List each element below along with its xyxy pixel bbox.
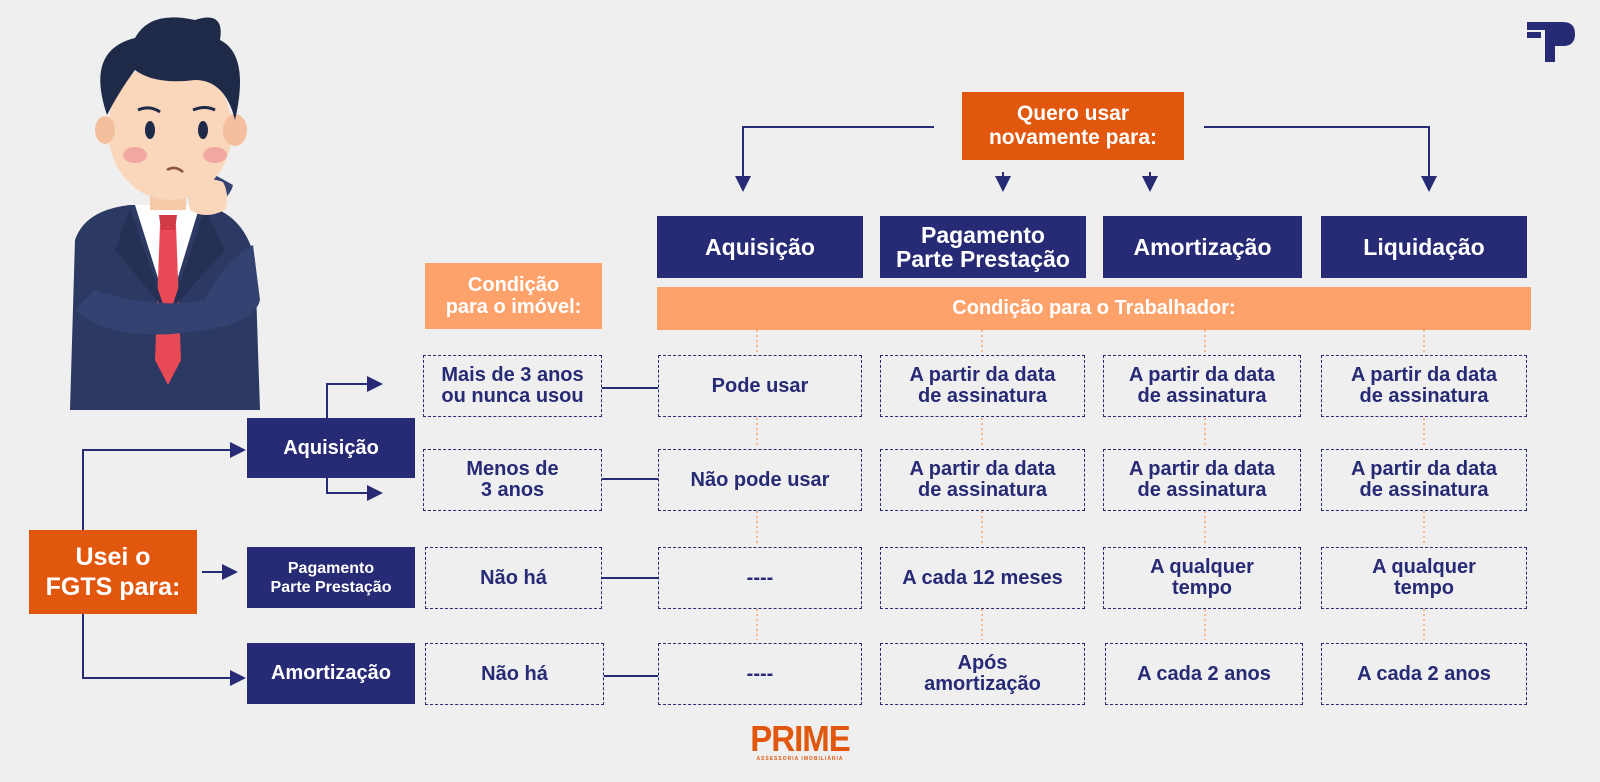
used-for-amortizacao: Amortização: [247, 643, 415, 704]
cell-r2-aquisicao: Não pode usar: [658, 449, 862, 511]
prime-logo-subtext: ASSESSORIA IMOBILIÁRIA: [756, 756, 844, 762]
cell-r2-pagamento: A partir da data de assinatura: [880, 449, 1085, 511]
thinking-man-illustration: [70, 17, 260, 410]
arrow-root-to-amortizacao: [82, 614, 246, 686]
cell-r4-amortizacao: A cada 2 anos: [1105, 643, 1303, 705]
cell-r4-aquisicao: ----: [658, 643, 862, 705]
question-box: Quero usar novamente para:: [962, 92, 1184, 160]
prime-logo-text: PRIME: [750, 718, 851, 759]
cell-r2-liquidacao: A partir da data de assinatura: [1321, 449, 1527, 511]
arrow-aquisicao-to-row1: [326, 376, 383, 418]
cell-r1-liquidacao: A partir da data de assinatura: [1321, 355, 1527, 417]
arrow-to-liquidacao: [1204, 126, 1437, 192]
column-header-amortizacao: Amortização: [1103, 216, 1302, 278]
cell-r4-liquidacao: A cada 2 anos: [1321, 643, 1527, 705]
root-box: Usei o FGTS para:: [29, 530, 197, 614]
arrow-root-to-aquisicao: [82, 442, 246, 530]
property-cell-row-2: Menos de 3 anos: [423, 449, 602, 511]
cell-r3-liquidacao: A qualquer tempo: [1321, 547, 1527, 609]
cell-r1-pagamento: A partir da data de assinatura: [880, 355, 1085, 417]
property-condition-header: Condição para o imóvel:: [425, 263, 602, 329]
column-header-pagamento: Pagamento Parte Prestação: [880, 216, 1086, 278]
used-for-pagamento: Pagamento Parte Prestação: [247, 547, 415, 608]
worker-condition-bar: Condição para o Trabalhador:: [657, 287, 1531, 330]
property-cell-row-1: Mais de 3 anos ou nunca usou: [423, 355, 602, 417]
cell-r4-pagamento: Após amortização: [880, 643, 1085, 705]
column-header-liquidacao: Liquidação: [1321, 216, 1527, 278]
property-cell-row-3: Não há: [425, 547, 602, 609]
cell-r3-amortizacao: A qualquer tempo: [1103, 547, 1301, 609]
column-header-aquisicao: Aquisição: [657, 216, 863, 278]
arrow-aquisicao-to-row2: [326, 477, 383, 501]
arrow-to-aquisicao: [735, 126, 934, 192]
brand-mark-icon: [1527, 22, 1575, 62]
cell-r2-amortizacao: A partir da data de assinatura: [1103, 449, 1301, 511]
used-for-aquisicao: Aquisição: [247, 418, 415, 478]
prime-logo: PRIME ASSESSORIA IMOBILIÁRIA: [745, 718, 855, 768]
cell-r3-pagamento: A cada 12 meses: [880, 547, 1085, 609]
cell-r1-aquisicao: Pode usar: [658, 355, 862, 417]
property-cell-row-4: Não há: [425, 643, 604, 705]
cell-r1-amortizacao: A partir da data de assinatura: [1103, 355, 1301, 417]
cell-r3-aquisicao: ----: [658, 547, 862, 609]
